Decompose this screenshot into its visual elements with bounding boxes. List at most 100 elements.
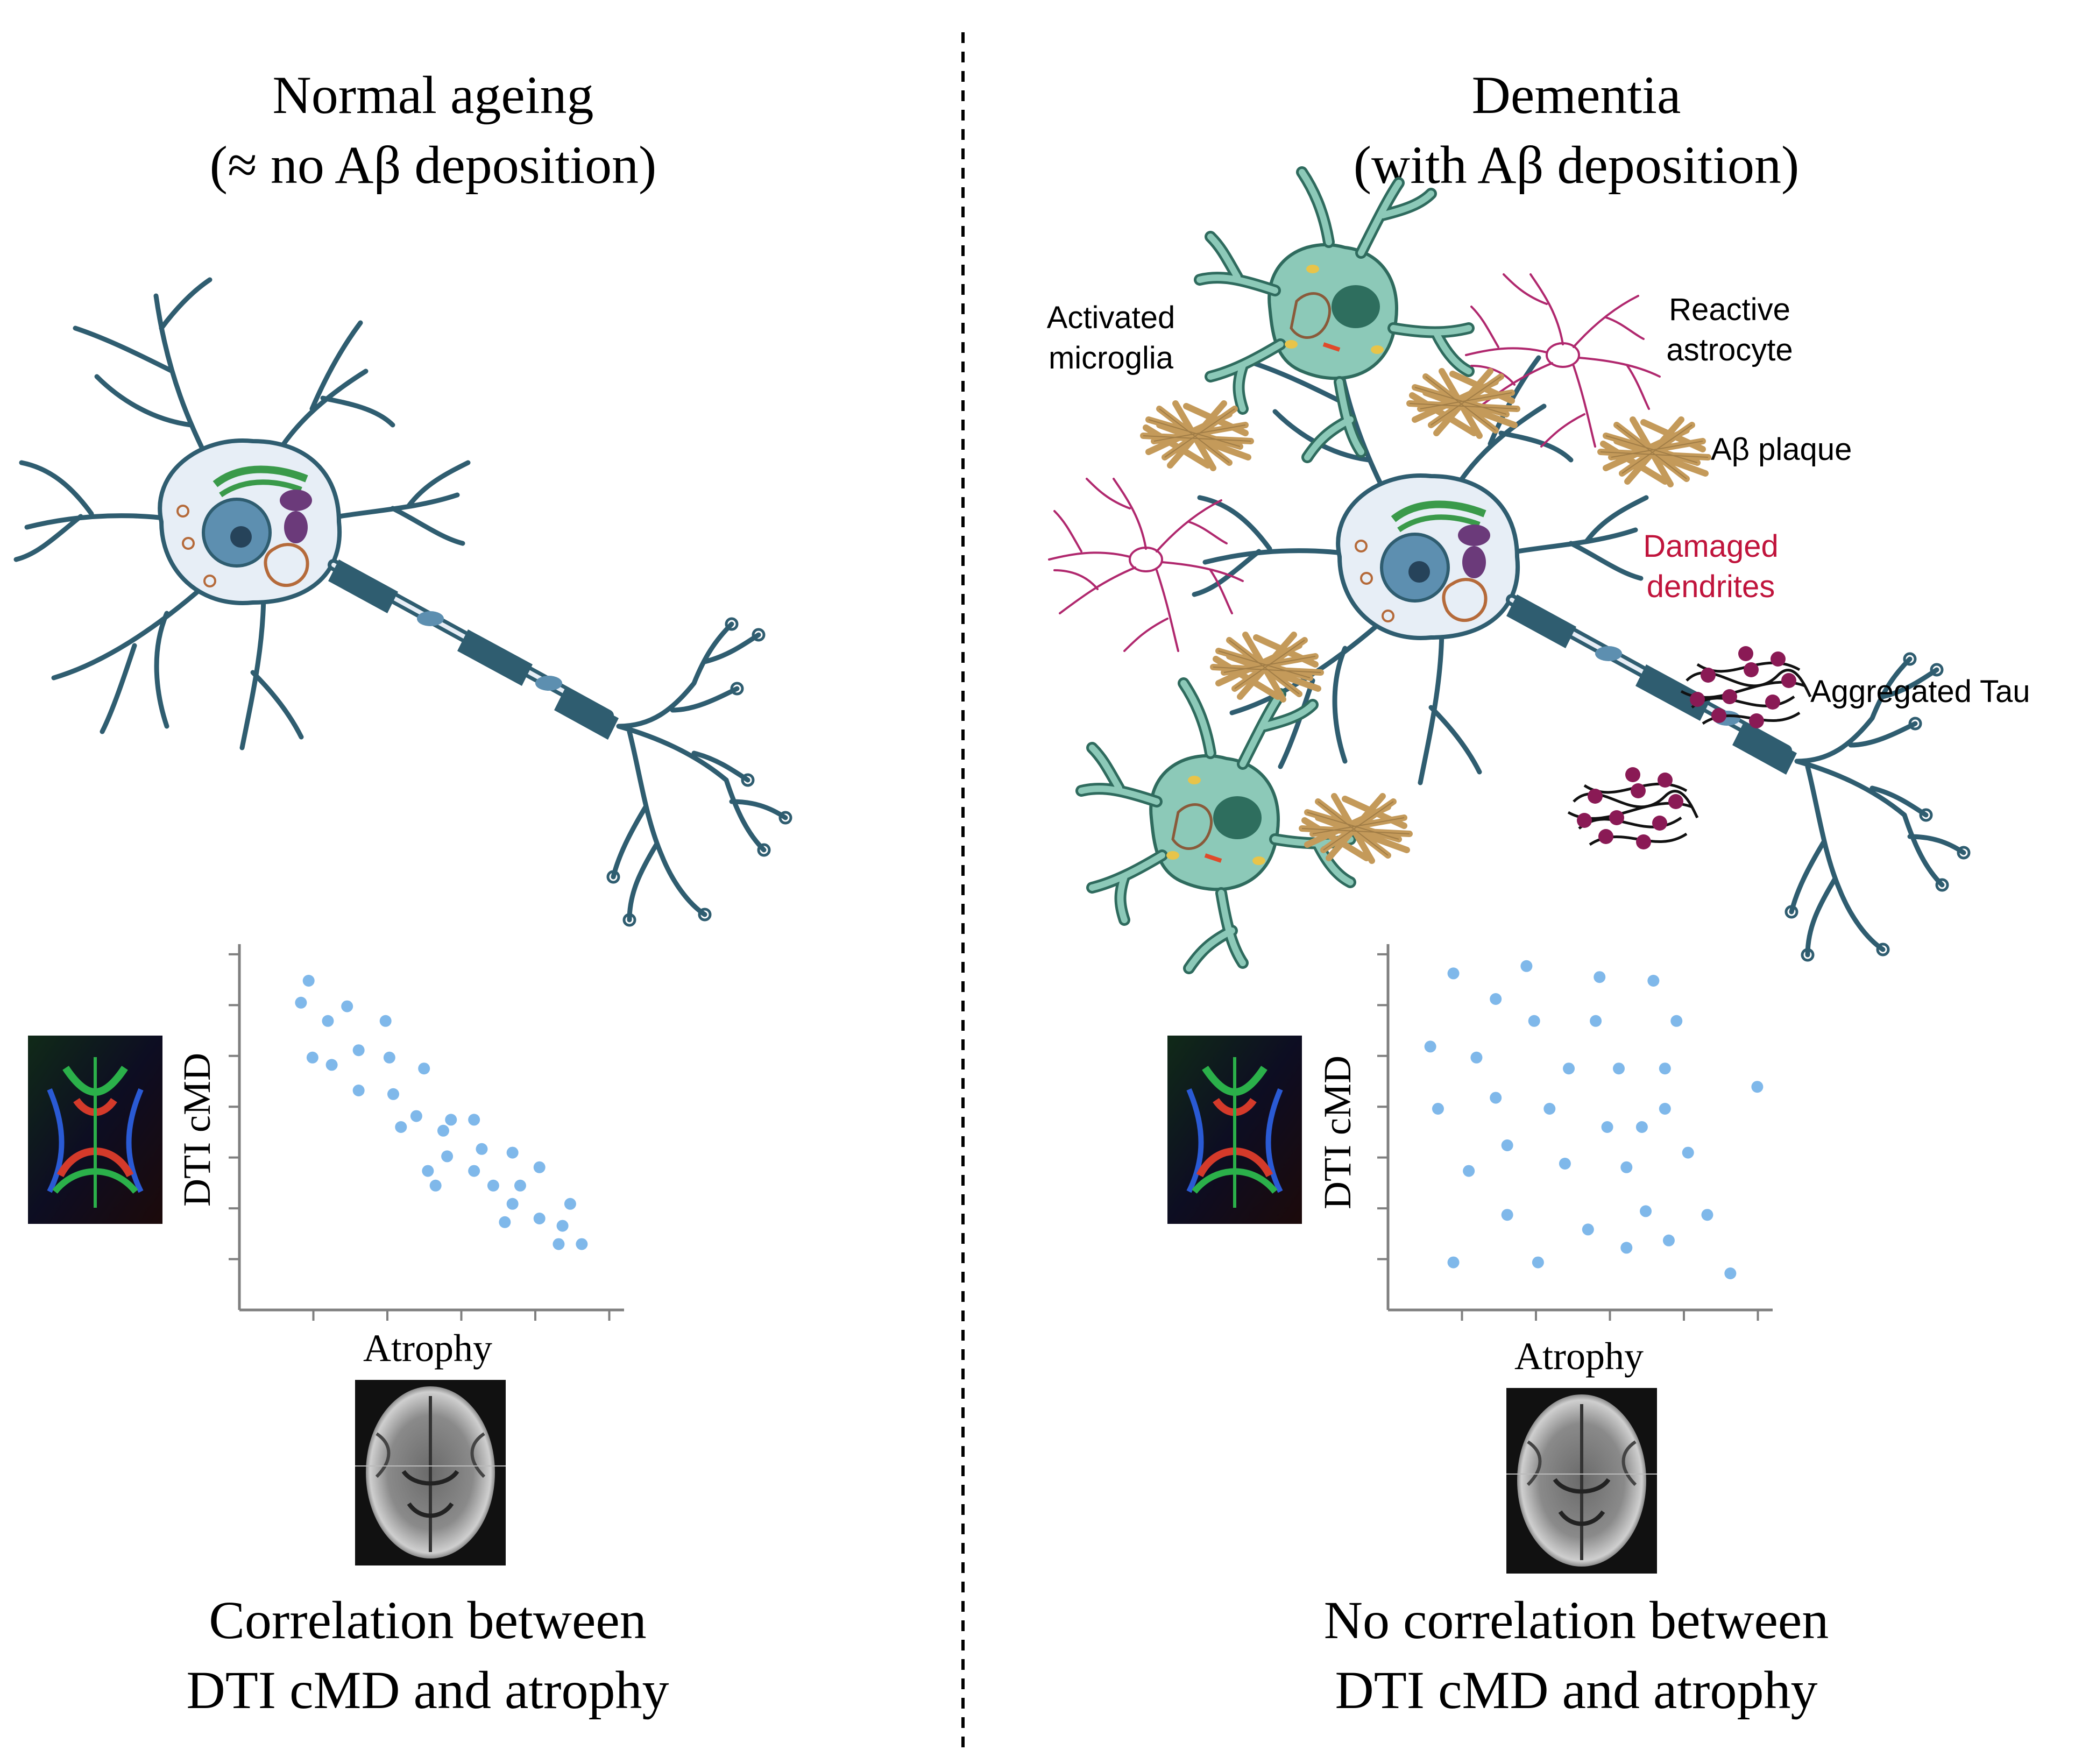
left-scatter-point <box>476 1143 488 1155</box>
right-scatter-point <box>1601 1121 1613 1133</box>
left-scatter-point <box>553 1238 565 1250</box>
label-microglia-line1: Activated <box>1047 300 1175 335</box>
left-caption-line2: DTI cMD and atrophy <box>187 1660 669 1720</box>
left-scatter-point <box>379 1015 392 1027</box>
right-scatter-point <box>1594 971 1606 983</box>
left-caption-line1: Correlation between <box>209 1590 647 1650</box>
left-title-line2: (≈ no Aβ deposition) <box>210 135 657 195</box>
right-scatter-point <box>1490 993 1502 1005</box>
right-scatter-point <box>1432 1103 1444 1115</box>
right-scatter-point <box>1682 1146 1694 1159</box>
right-scatter-point <box>1701 1209 1713 1221</box>
left-scatter-point <box>556 1220 569 1232</box>
left-scatter-point <box>445 1114 457 1126</box>
left-scatter-point <box>514 1179 526 1192</box>
healthy-neuron-illustration <box>16 280 791 925</box>
right-scatter-point <box>1563 1062 1575 1075</box>
left-scatter-point <box>410 1110 422 1122</box>
right-scatter-point <box>1640 1205 1652 1217</box>
left-scatter-point <box>302 975 315 987</box>
left-scatter-point <box>352 1085 365 1096</box>
right-scatter-point <box>1501 1209 1513 1221</box>
right-scatter-point <box>1532 1256 1544 1269</box>
right-title-line1: Dementia <box>1472 65 1681 125</box>
label-microglia-line2: microglia <box>1049 341 1174 376</box>
mri-brain-image-right <box>1506 1388 1657 1574</box>
left-scatter-point <box>352 1044 365 1057</box>
right-scatter-point <box>1635 1121 1648 1133</box>
left-scatter-point <box>564 1198 576 1210</box>
label-astrocyte-line2: astrocyte <box>1666 332 1793 367</box>
dti-brain-image-right <box>1167 1036 1302 1224</box>
left-panel: Normal ageing (≈ no Aβ deposition) DTI c… <box>16 65 791 1720</box>
right-scatter-point <box>1490 1092 1502 1104</box>
amyloid-plaque-1 <box>1143 403 1251 468</box>
right-scatter-point <box>1447 967 1460 980</box>
left-scatter-point <box>506 1146 519 1159</box>
reactive-astrocyte-left <box>1048 478 1244 652</box>
left-scatter-point <box>437 1124 449 1137</box>
label-astrocyte-line1: Reactive <box>1669 292 1790 327</box>
left-scatter-point <box>499 1216 511 1228</box>
left-scatter-point <box>341 1000 353 1012</box>
left-scatter-point <box>506 1198 519 1210</box>
left-scatter-point <box>418 1062 430 1075</box>
right-scatter-point <box>1659 1103 1671 1115</box>
label-plaque: Aβ plaque <box>1711 432 1852 467</box>
right-y-axis-label: DTI cMD <box>1316 1055 1359 1209</box>
left-scatter-point <box>295 996 307 1009</box>
amyloid-plaque-4 <box>1213 635 1321 699</box>
amyloid-plaque-3 <box>1601 420 1708 484</box>
left-scatter-point <box>422 1165 434 1177</box>
right-scatter-point <box>1647 975 1660 987</box>
right-scatter-plot <box>1377 944 1773 1321</box>
right-scatter-point <box>1424 1040 1436 1053</box>
right-scatter-point <box>1590 1015 1602 1027</box>
damaged-neuron-illustration <box>1194 315 1969 960</box>
left-scatter-point <box>468 1114 480 1126</box>
left-x-axis-label: Atrophy <box>363 1327 492 1370</box>
dti-brain-image-left <box>28 1036 162 1224</box>
label-damaged-dendrites-line2: dendrites <box>1647 569 1775 604</box>
right-scatter-point <box>1559 1158 1571 1170</box>
left-scatter-point <box>395 1121 407 1133</box>
aggregated-tau-2 <box>1568 767 1697 849</box>
left-scatter-point <box>441 1150 454 1163</box>
left-scatter-point <box>429 1179 442 1192</box>
left-scatter-point <box>383 1051 395 1064</box>
right-scatter-point <box>1470 1051 1483 1064</box>
left-scatter-point <box>533 1213 546 1224</box>
left-title-line1: Normal ageing <box>272 65 593 125</box>
right-scatter-point <box>1724 1267 1737 1279</box>
left-scatter-point <box>468 1165 480 1177</box>
label-damaged-dendrites-line1: Damaged <box>1643 529 1778 564</box>
right-title-line2: (with Aβ deposition) <box>1354 135 1800 195</box>
right-scatter-point <box>1447 1256 1460 1269</box>
right-caption-line2: DTI cMD and atrophy <box>1335 1660 1818 1720</box>
right-scatter-point <box>1613 1062 1625 1075</box>
right-scatter-point <box>1670 1015 1683 1027</box>
right-scatter-point <box>1620 1161 1633 1173</box>
amyloid-plaque-2 <box>1410 371 1517 436</box>
right-scatter-point <box>1659 1062 1671 1075</box>
label-aggregated-tau: Aggregated Tau <box>1810 674 2030 709</box>
left-scatter-plot <box>229 944 624 1321</box>
right-x-axis-label: Atrophy <box>1514 1335 1644 1378</box>
left-scatter-point <box>306 1051 318 1064</box>
right-scatter-point <box>1662 1234 1675 1246</box>
left-scatter-point <box>533 1161 546 1173</box>
left-scatter-point <box>576 1238 588 1250</box>
right-caption-line1: No correlation between <box>1324 1590 1829 1650</box>
right-scatter-point <box>1501 1139 1513 1151</box>
right-scatter-point <box>1620 1242 1633 1254</box>
left-scatter-point <box>387 1088 399 1100</box>
right-scatter-point <box>1528 1015 1540 1027</box>
left-y-axis-label: DTI cMD <box>175 1053 218 1207</box>
left-scatter-point <box>322 1015 334 1027</box>
mri-brain-image-left <box>355 1380 506 1565</box>
right-scatter-point <box>1520 960 1533 972</box>
left-scatter-point <box>487 1179 499 1192</box>
right-panel: Dementia (with Aβ deposition) Activated … <box>1047 65 2030 1720</box>
right-scatter-point <box>1582 1223 1594 1236</box>
